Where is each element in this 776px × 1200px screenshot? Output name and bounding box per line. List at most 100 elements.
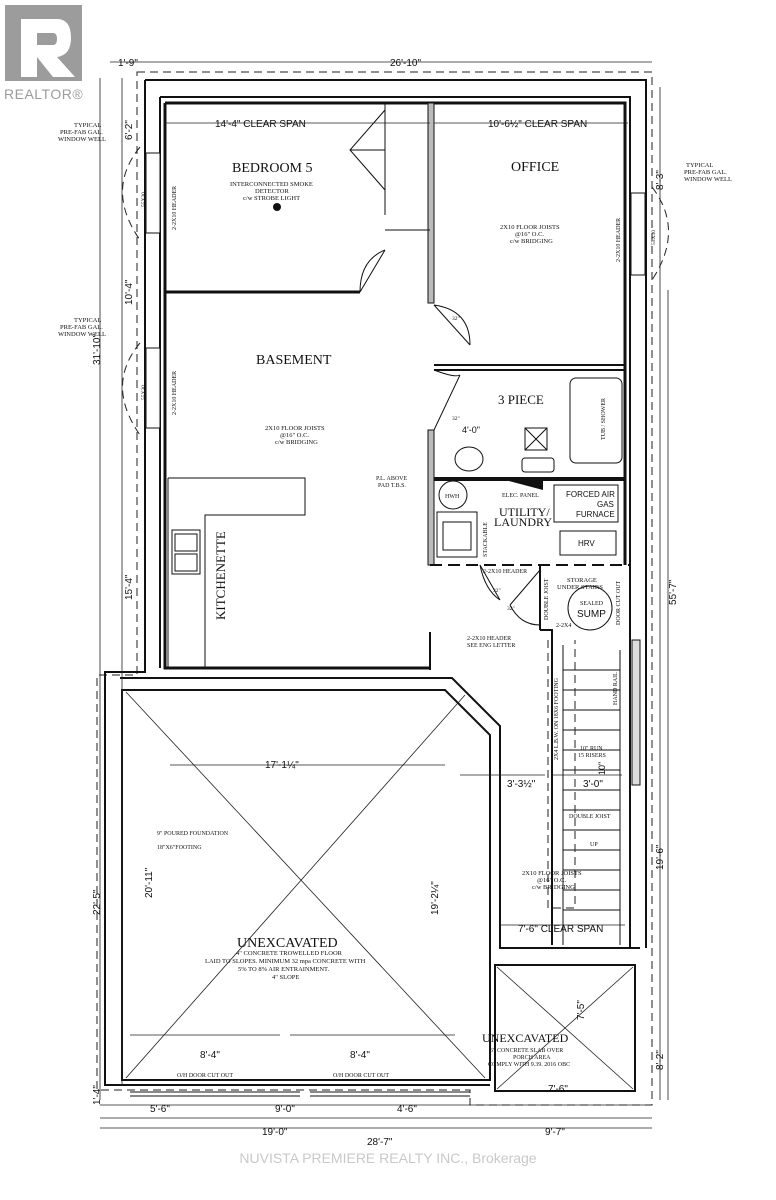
sump-label: SUMP — [577, 609, 606, 620]
smoke-detector-icon — [273, 203, 281, 211]
header-label: 2-2X10 HEADER — [483, 569, 527, 575]
basement-joists-3: c/w BRIDGING — [275, 439, 318, 446]
realtor-r-icon — [21, 19, 75, 77]
dim-stair-run: 10" — [597, 762, 607, 775]
windows — [122, 146, 669, 436]
door-width-1: 32" — [452, 316, 460, 322]
dim-left-e: 1'-4" — [92, 1085, 103, 1105]
sealed-label: SEALED — [580, 601, 604, 607]
dim-porch-h: 7'-5" — [576, 1000, 587, 1020]
door-cut-out-label: DOOR CUT OUT — [616, 580, 622, 625]
storage-label-2: UNDER STAIRS — [557, 584, 603, 591]
dim-office-span: 10'-6½" CLEAR SPAN — [488, 119, 587, 130]
room-three-piece: 3 PIECE — [498, 392, 544, 407]
room-unexcavated: UNEXCAVATED — [237, 936, 338, 951]
lower-joists-1: 2X10 FLOOR JOISTS — [522, 870, 582, 877]
doors — [349, 109, 541, 626]
storage-label-1: STORAGE — [567, 577, 597, 584]
foundation-label: 9" POURED FOUNDATION — [157, 831, 229, 837]
dim-bottom-b: 9'-0" — [275, 1104, 295, 1115]
unexcavated-note-3: 5% TO 8% AIR ENTRAINMENT. — [238, 966, 330, 973]
dim-left-a: 6'-2" — [124, 120, 135, 140]
office-joists-3: c/w BRIDGING — [510, 238, 553, 245]
lbw-label: 2X4 L.B.W. ON 18X6 FOOTING — [554, 677, 560, 760]
kitchenette-counter — [167, 477, 306, 668]
door-width-2: 32" — [452, 416, 460, 422]
dim-door-b: 8'-4" — [350, 1050, 370, 1061]
door-width-4: 32" — [507, 606, 515, 612]
dim-bottom-right: 9'-7" — [545, 1127, 565, 1138]
dim-right-total: 55'-7" — [668, 579, 679, 605]
run-label-2: 15 RISERS — [578, 753, 606, 759]
stairs — [547, 639, 641, 945]
dim-garage-w: 17'-1¼" — [265, 759, 299, 771]
window-well-note-1: TYPICAL — [74, 122, 101, 129]
basement-header-note: 2-2X10 HEADER — [172, 371, 178, 415]
lower-joists-3: c/w BRIDGING — [532, 884, 575, 891]
realtor-logo-text: REALTOR® — [4, 86, 84, 102]
window-well-note-2: PRE-FAB GAL. — [60, 129, 103, 136]
room-laundry: LAUNDRY — [494, 515, 552, 529]
hand-rail-label: HAND RAIL — [613, 672, 619, 705]
lower-joists-2: @16" O.C. — [537, 877, 566, 884]
double-joist-label-1: DOUBLE JOIST — [544, 578, 550, 620]
brokerage-watermark: NUVISTA PREMIERE REALTY INC., Brokerage — [239, 1150, 537, 1166]
window-well-note-2b: PRE-FAB GAL. — [60, 324, 103, 331]
unexcavated-cross — [125, 691, 636, 1097]
furnace-label-3: FURNACE — [576, 510, 615, 519]
unexcavated-note-1: 4" CONCRETE TROWELLED FLOOR — [236, 950, 343, 957]
porch-note-2: PORCH AREA — [513, 1055, 551, 1061]
oh-door-label-2: O/H DOOR CUT OUT — [333, 1073, 389, 1079]
bedroom-header-note: 2-2X10 HEADER — [172, 186, 178, 230]
bedroom-note-3: c/w STROBE LIGHT — [243, 195, 300, 202]
double-joist-label-2: DOUBLE JOIST — [569, 814, 611, 820]
furnace-label-1: FORCED AIR — [566, 490, 615, 499]
dim-porch-w: 7'-6" — [548, 1084, 568, 1095]
dim-right-c: 8'-2" — [655, 1050, 666, 1070]
bedroom-note-2: DETECTOR — [255, 188, 289, 195]
window-size-3: 55X30 — [651, 230, 657, 245]
dim-left-total: 31'-10" — [92, 334, 103, 365]
dim-right-b: 19'-6" — [655, 844, 666, 870]
dim-left-c: 15'-4" — [124, 574, 135, 600]
bathroom-fixtures — [454, 377, 623, 473]
window-well-note-1b: TYPICAL — [74, 317, 101, 324]
room-utility: UTILITY/ — [499, 505, 550, 519]
stackable-label: STACKABLE — [483, 522, 489, 557]
dim-left-b: 10'-4" — [124, 279, 135, 305]
header-eng-1: 2-2X10 HEADER — [467, 636, 511, 642]
dim-bottom-total: 28'-7" — [367, 1137, 393, 1148]
basement-joists-2: @16" O.C. — [280, 432, 309, 439]
furnace-label-2: GAS — [597, 500, 614, 509]
bedroom-note-1: INTERCONNECTED SMOKE — [230, 181, 313, 188]
dimension-lines — [99, 61, 669, 1129]
room-office: OFFICE — [511, 160, 559, 175]
dim-top-total: 26'-10" — [390, 58, 421, 69]
window-size-2: 55X30 — [141, 385, 147, 400]
pl-above-1: P.L. ABOVE — [376, 476, 408, 482]
dim-garage-h2: 19'-2¼" — [429, 881, 441, 915]
up-label: UP — [590, 842, 598, 848]
window-well-note-3b: WINDOW WELL — [58, 331, 106, 338]
room-basement: BASEMENT — [256, 353, 332, 368]
dim-garage-h: 20'-11" — [144, 867, 155, 898]
unexcavated-note-4: 4" SLOPE — [272, 974, 299, 981]
room-kitchenette: KITCHENETTE — [213, 531, 228, 620]
office-joists-2: @16" O.C. — [515, 231, 544, 238]
hwh-label: HWH — [445, 494, 460, 500]
footing-label: 18"X6"FOOTING — [157, 845, 202, 851]
unexcavated-note-2: LAID TO SLOPES. MINIMUM 32 mpa CONCRETE … — [205, 958, 366, 965]
pl-above-2: PAD T.B.S. — [378, 483, 406, 489]
dim-bedroom-span: 14'-4" CLEAR SPAN — [215, 119, 306, 130]
office-header-note: 2-2X10 HEADER — [616, 218, 622, 262]
dim-lower-span: 7'-6" CLEAR SPAN — [518, 924, 603, 935]
realtor-logo — [5, 5, 82, 81]
dim-bottom-c: 4'-6" — [397, 1104, 417, 1115]
header-eng-2: SEE ENG LETTER — [467, 643, 515, 649]
dim-door-a: 8'-4" — [200, 1050, 220, 1061]
dim-top-left: 1'-9" — [118, 58, 138, 69]
tub-shower-label: TUB / SHOWER — [601, 398, 607, 440]
hrv-label: HRV — [578, 539, 595, 548]
oh-door-label-1: O/H DOOR CUT OUT — [177, 1073, 233, 1079]
